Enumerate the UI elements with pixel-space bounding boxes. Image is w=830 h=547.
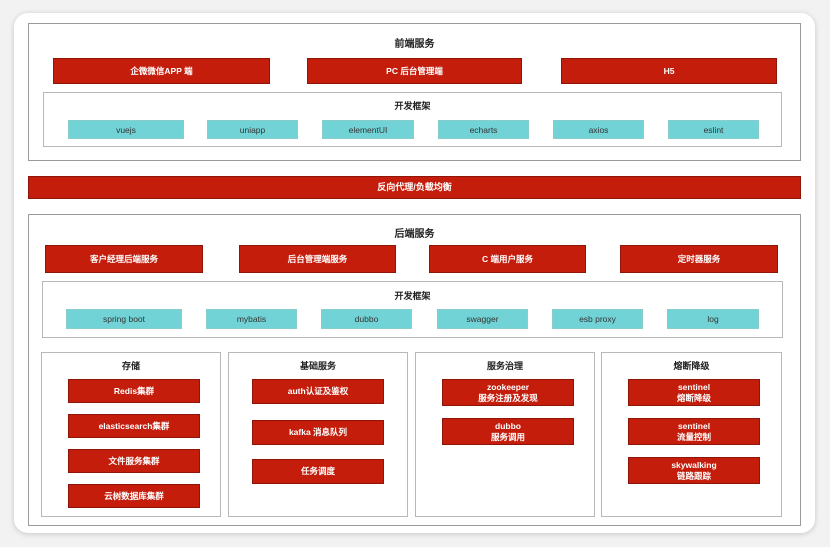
backend-title: 后端服务 [394, 229, 435, 240]
base-scheduler: 任务调度 [252, 459, 384, 484]
framework-elementui: elementUI [322, 120, 414, 139]
dubbo-line2: 服务调用 [490, 431, 525, 442]
base-auth: auth认证及鉴权 [252, 379, 384, 404]
governance-title: 服务治理 [486, 361, 523, 371]
service-account-manager: 客户经理后端服务 [45, 245, 203, 273]
storage-box: 存储 Redis集群 elasticsearch集群 文件服务集群 云树数据库集… [41, 352, 221, 517]
circuit-sentinel-flow: sentinel 流量控制 [628, 418, 760, 445]
base-services-title: 基础服务 [299, 361, 336, 371]
base-kafka: kafka 消息队列 [252, 420, 384, 445]
framework-dubbo: dubbo [321, 309, 412, 329]
frontend-framework-box: 开发框架 vuejs uniapp elementUI echarts axio… [43, 92, 782, 147]
frontend-title: 前端服务 [394, 39, 435, 50]
sentinel-flow-line1: sentinel [677, 420, 711, 431]
sentinel-degrade-line2: 熔断降级 [676, 392, 711, 403]
service-c-user: C 端用户服务 [429, 245, 586, 273]
framework-echarts: echarts [438, 120, 529, 139]
framework-log: log [667, 309, 759, 329]
client-wecom-app: 企微微信APP 端 [53, 58, 270, 84]
client-h5: H5 [561, 58, 777, 84]
skywalking-line1: skywalking [671, 459, 717, 470]
governance-dubbo: dubbo 服务调用 [442, 418, 574, 445]
framework-spring-boot: spring boot [66, 309, 182, 329]
backend-framework-title: 开发框架 [394, 291, 431, 301]
sentinel-flow-line2: 流量控制 [676, 431, 711, 442]
base-services-box: 基础服务 auth认证及鉴权 kafka 消息队列 任务调度 [228, 352, 408, 517]
storage-database: 云树数据库集群 [68, 484, 200, 508]
frontend-section: 前端服务 企微微信APP 端 PC 后台管理端 H5 开发框架 vuejs un… [28, 23, 801, 161]
governance-box: 服务治理 zookeeper 服务注册及发现 dubbo 服务调用 [415, 352, 595, 517]
client-pc-admin: PC 后台管理端 [307, 58, 522, 84]
architecture-diagram: 前端服务 企微微信APP 端 PC 后台管理端 H5 开发框架 vuejs un… [14, 13, 815, 533]
framework-axios: axios [553, 120, 644, 139]
storage-elasticsearch: elasticsearch集群 [68, 414, 200, 438]
governance-zookeeper: zookeeper 服务注册及发现 [442, 379, 574, 406]
storage-file-service: 文件服务集群 [68, 449, 200, 473]
framework-mybatis: mybatis [206, 309, 297, 329]
circuit-breaker-title: 熔断降级 [673, 361, 710, 371]
zookeeper-line2: 服务注册及发现 [478, 392, 538, 403]
sentinel-degrade-line1: sentinel [677, 381, 711, 392]
framework-esb-proxy: esb proxy [552, 309, 643, 329]
backend-section: 后端服务 客户经理后端服务 后台管理端服务 C 端用户服务 定时器服务 开发框架… [28, 214, 801, 526]
zookeeper-line1: zookeeper [486, 381, 530, 392]
framework-uniapp: uniapp [207, 120, 298, 139]
backend-framework-box: 开发框架 spring boot mybatis dubbo swagger e… [42, 281, 783, 338]
framework-vuejs: vuejs [68, 120, 184, 139]
framework-swagger: swagger [437, 309, 528, 329]
reverse-proxy-bar: 反向代理/负载均衡 [28, 176, 801, 199]
storage-title: 存储 [121, 361, 140, 371]
framework-eslint: eslint [668, 120, 759, 139]
circuit-breaker-box: 熔断降级 sentinel 熔断降级 sentinel 流量控制 skywalk… [601, 352, 782, 517]
circuit-skywalking: skywalking 链路跟踪 [628, 457, 760, 484]
service-timer: 定时器服务 [620, 245, 778, 273]
frontend-framework-title: 开发框架 [394, 101, 431, 111]
circuit-sentinel-degrade: sentinel 熔断降级 [628, 379, 760, 406]
dubbo-line1: dubbo [495, 420, 521, 431]
skywalking-line2: 链路跟踪 [676, 470, 711, 481]
service-admin: 后台管理端服务 [239, 245, 396, 273]
storage-redis: Redis集群 [68, 379, 200, 403]
